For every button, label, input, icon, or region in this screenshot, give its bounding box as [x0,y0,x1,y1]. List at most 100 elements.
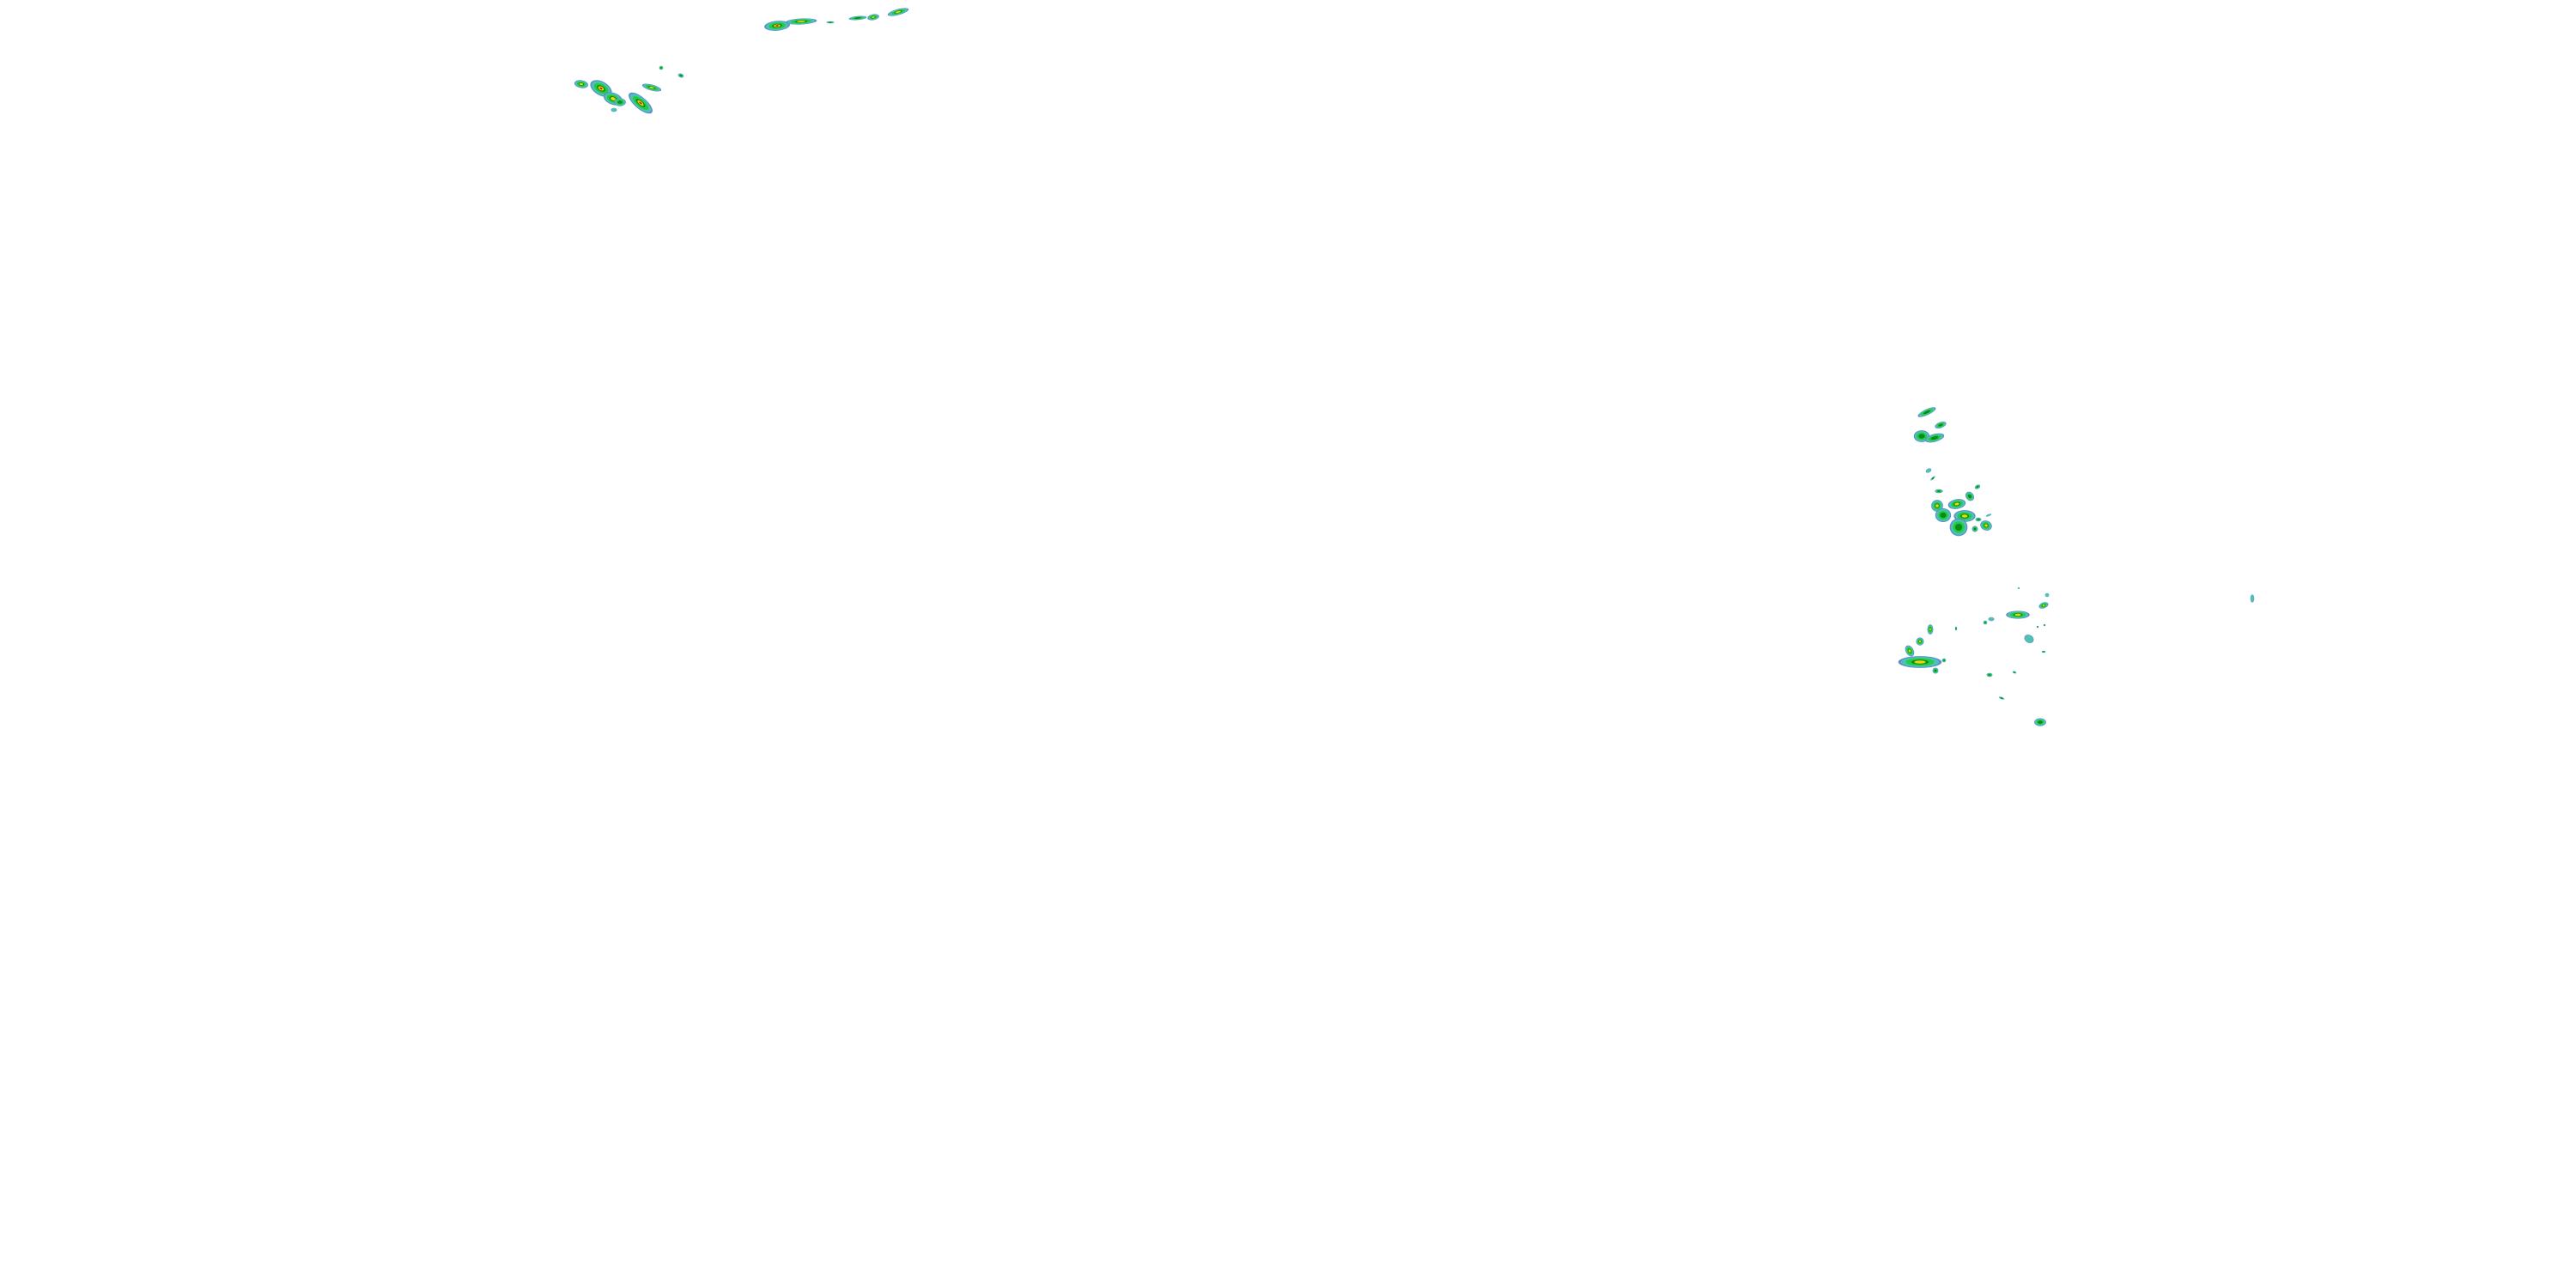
radar-echo-layer [1914,660,1926,664]
radar-echo [629,92,653,114]
radar-echo [1930,476,1935,481]
radar-echo-layer [1988,674,1991,676]
radar-echo [1913,430,1930,442]
radar-echo-layer [872,16,875,18]
radar-echo-layer [1930,435,1939,440]
radar-echo-layer [660,67,662,69]
radar-echo-layer [1926,468,1931,473]
radar-echo-layer [2000,697,2003,699]
radar-echo-layer [649,86,654,89]
radar-echo [2038,602,2049,609]
radar-echo [1935,489,1943,494]
radar-echo [1971,526,1978,532]
radar-echo-layer [1989,617,1994,621]
radar-echo-layer [2037,626,2038,628]
radar-echo [1986,672,1993,677]
radar-echo-layer [2014,613,2021,617]
radar-echo-layer [1938,423,1943,427]
radar-echo-layer [1908,649,1911,653]
radar-echo-layer [611,97,616,100]
radar-echo-layer [2038,720,2043,724]
radar-echo-layer [797,21,805,22]
radar-echo-layer [1918,434,1925,439]
radar-echo [1988,617,1995,622]
radar-echo [1965,491,1975,501]
radar-echo [1974,484,1981,489]
radar-echo [2041,650,2046,653]
radar-echo-layer [829,21,832,23]
radar-echo [2044,592,2050,598]
radar-echo [659,65,664,70]
radar-echo-layer [2044,624,2045,626]
radar-echo-layer [2043,651,2044,653]
radar-echo [677,73,684,78]
radar-echo-layer [1977,519,1980,520]
radar-echo [2034,718,2046,726]
radar-echo-layer [1954,502,1959,506]
radar-echo-layer [2014,671,2015,673]
radar-echo-layer [599,87,603,90]
radar-echo [2006,611,2030,619]
radar-echo [2017,586,2020,590]
radar-echo [2036,625,2039,629]
radar-echo [887,8,909,16]
radar-echo-layer [579,82,584,86]
radar-echo-layer [1986,513,1991,517]
radar-echo-layer [2042,605,2045,606]
radar-echo-layer [1929,628,1931,631]
radar-echo-layer [2025,635,2033,643]
radar-echo-layer [679,75,683,76]
radar-echo-layer [1940,512,1947,519]
radar-echo-layer [1954,523,1963,532]
radar-echo-layer [1931,477,1935,480]
radar-echo [1932,667,1939,674]
radar-echo-layer [854,17,862,19]
radar-echo [590,80,612,97]
radar-echo [2012,671,2017,674]
radar-echo [1985,513,1992,517]
radar-echo [764,21,790,31]
radar-echo-layer [1955,628,1957,629]
radar-echo [611,107,617,112]
radar-echo-layer [2251,595,2254,602]
radar-echo [1898,656,1942,668]
radar-echo [785,18,817,25]
radar-echo [826,21,835,24]
radar-echo-layer [1976,485,1979,489]
radar-echo [574,80,588,88]
radar-echo-layer [1923,410,1931,415]
radar-echo [2024,635,2034,643]
radar-echo [848,15,867,21]
radar-echo [867,14,879,21]
radar-echo-layer [895,10,902,14]
radar-echo [1931,500,1943,512]
radar-echo-layer [1961,514,1968,518]
radar-echo-layer [1984,622,1986,623]
radar-echo [2250,594,2255,603]
radar-echo [1935,507,1952,523]
radar-echo-layer [1943,659,1945,661]
radar-echo-layer [1918,640,1922,643]
radar-echo [614,98,626,106]
radar-echo [1998,696,2005,700]
radar-echo [1917,407,1936,417]
radar-echo-layer [2018,587,2020,589]
radar-echo [1925,468,1932,473]
radar-echo-layer [1935,504,1939,507]
radar-echo [1947,499,1966,509]
radar-echo [1983,620,1988,625]
radar-echo [1980,520,1992,531]
radar-echo [1975,517,1982,522]
radar-echo [1927,624,1934,635]
radar-echo [641,83,662,92]
radar-echo-layer [1984,524,1988,527]
radar-echo [1935,421,1947,429]
radar-echo [1905,645,1915,657]
radar-echo [1941,658,1947,663]
radar-echo [1949,518,1968,537]
radar-echo [1916,637,1924,646]
radar-echo-layer [2045,593,2049,597]
radar-echo-layer [1973,527,1977,531]
radar-echo [1954,626,1958,631]
